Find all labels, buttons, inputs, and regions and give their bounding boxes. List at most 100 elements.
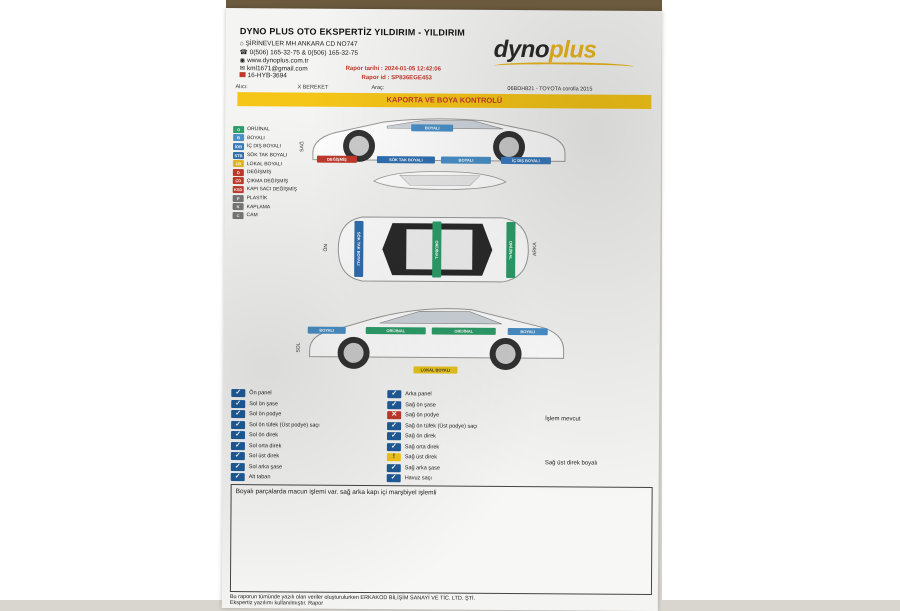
checklist-row: ✓Sol üst direk	[230, 451, 320, 462]
checklist-label: Sağ ön şase	[405, 402, 436, 409]
warning-icon[interactable]: !	[386, 453, 401, 462]
checklist-label: Sol ön tüfek (Üst podye) saçı	[249, 421, 320, 429]
check-icon[interactable]: ✓	[386, 463, 401, 472]
check-icon[interactable]: ✓	[230, 441, 245, 450]
check-icon[interactable]: ✓	[387, 390, 402, 399]
cross-icon[interactable]: ✕	[387, 411, 402, 420]
background-left	[0, 0, 226, 600]
tag-right-rear-fender: SÖK TAK BOYALI	[376, 156, 435, 164]
tag-left-rear-door: ORİJİNAL	[431, 327, 496, 335]
logo-swoosh	[493, 61, 634, 71]
check-icon[interactable]: ✓	[231, 420, 246, 429]
checklist-row: ✓Arka panel	[387, 389, 478, 400]
check-icon[interactable]: ✓	[387, 400, 402, 409]
checklist-label: Sol ön direk	[248, 432, 279, 439]
check-icon[interactable]: ✓	[386, 432, 402, 441]
checklist-row: ✓Sağ ön şase	[387, 400, 478, 411]
checklist-left: ✓Ön panel✓Sol ön şase✓Sol ön podye✓Sol ö…	[230, 388, 320, 483]
tag-top-roof: ORİJİNAL	[432, 221, 442, 278]
car-underside-view	[370, 169, 510, 192]
check-icon[interactable]: ✓	[387, 421, 402, 430]
top-rear-label: ARKA	[532, 242, 539, 256]
logo-part2: plus	[548, 36, 597, 64]
background-right	[662, 0, 900, 600]
checklist-row: ✕Sağ ön podye	[387, 410, 478, 421]
checklist-row: ✓Sol ön podye	[231, 409, 320, 420]
checklist-label: Sol ön şase	[249, 400, 279, 408]
legend-badge: K	[232, 203, 244, 211]
top-front-label: ÖN	[323, 243, 330, 252]
plate-text: 16-HYB-3694	[247, 72, 287, 80]
checklist-row: ✓Havuz saçı	[386, 473, 478, 484]
checklist-row: ✓Sol arka şase	[230, 462, 320, 473]
legend-label: CAM	[246, 212, 258, 219]
legend-badge: LB	[232, 160, 244, 168]
check-icon[interactable]: ✓	[230, 452, 245, 461]
report-id: Rapor id : SP836EGE453	[361, 74, 432, 82]
car-left-side-svg	[309, 308, 565, 370]
tag-top-trunk: ORİJİNAL	[506, 221, 516, 279]
vehicle-value: 06BDH821 - TOYOTA corolla 2015	[507, 85, 593, 93]
car-right-side-svg	[312, 118, 566, 163]
checklist-row: ✓Sol ön şase	[231, 399, 320, 410]
checklist-label: Alt taban	[248, 474, 271, 481]
legend-badge: B	[233, 134, 245, 142]
tag-right-rear-door: BOYALI	[440, 156, 491, 164]
checklist-right: ✓Arka panel✓Sağ ön şase✕Sağ ön podye✓Sağ…	[386, 389, 478, 484]
tag-left-rear-fender: BOYALI	[507, 327, 548, 336]
legend-badge: O	[233, 125, 245, 133]
checklist-label: Sağ ön podye	[405, 412, 440, 419]
checklist-row: ✓Sağ ön direk	[386, 431, 478, 442]
legend-badge: ÇD	[232, 177, 244, 185]
vehicle-label: Araç:	[371, 85, 385, 92]
company-title: DYNO PLUS OTO EKSPERTİZ YILDIRIM - YILDI…	[239, 26, 465, 38]
check-icon[interactable]: ✓	[230, 462, 245, 471]
check-icon[interactable]: ✓	[230, 431, 246, 440]
check-icon[interactable]: ✓	[231, 389, 246, 398]
legend-badge: D	[232, 168, 244, 176]
check-icon[interactable]: ✓	[386, 442, 401, 451]
tag-left-sill: LOKAL BOYALI	[413, 366, 458, 374]
legend-label: KAPI SACI DEĞİŞMİŞ	[246, 186, 298, 193]
buyer-value: X BEREKET	[297, 84, 329, 91]
checklist-label: Sağ arka şase	[404, 465, 440, 472]
right-side-label: SAĞ	[299, 141, 306, 152]
checklist-label: Sol orta direk	[248, 442, 282, 450]
legend-label: DEĞİŞMİŞ	[246, 169, 272, 176]
podye-note: İşlem mevcut	[545, 416, 581, 423]
checklist-row: ✓Sağ ön tüfek (Üst podye) saçı	[387, 421, 478, 432]
plate-icon	[239, 72, 246, 78]
comment-box: Boyalı parçalarda macun işlemi var. sağ …	[229, 484, 653, 595]
tag-right-front-door: İÇ DIŞ BOYALI	[500, 156, 551, 165]
check-icon[interactable]: ✓	[231, 410, 246, 419]
check-icon[interactable]: ✓	[230, 473, 245, 482]
comment-text: Boyalı parçalarda macun işlemi var. sağ …	[235, 488, 437, 497]
company-plate: 16-HYB-3694	[239, 72, 287, 80]
legend-label: İÇ DIŞ BOYALI	[247, 143, 281, 150]
buyer-label: Alıcı:	[235, 84, 248, 91]
tag-right-roof: BOYALI	[411, 124, 454, 132]
checklist-row: ✓Alt taban	[230, 472, 320, 483]
checklist-row: ✓Ön panel	[231, 388, 320, 399]
check-icon[interactable]: ✓	[386, 474, 401, 483]
checklist-label: Sağ orta direk	[404, 444, 440, 451]
logo-part1: dyno	[493, 35, 550, 64]
checklist-row: ✓Sol orta direk	[230, 441, 320, 452]
legend-label: PLASTİK	[246, 195, 268, 202]
address-text: ŞİRİNEVLER MH ANKARA CD NO747	[245, 40, 358, 48]
check-icon[interactable]: ✓	[231, 399, 246, 408]
legend-badge: STB	[232, 151, 244, 159]
checklist-row: ✓Sağ orta direk	[386, 442, 478, 453]
section-banner: KAPORTA VE BOYA KONTROLÜ	[237, 92, 652, 109]
legend-label: BOYALI	[247, 135, 265, 142]
left-side-label: SOL	[295, 342, 302, 353]
legend-label: SÖK TAK BOYALI	[246, 152, 288, 159]
legend-badge: KSD	[232, 186, 244, 194]
legend-label: KAPLAMA	[246, 203, 271, 210]
